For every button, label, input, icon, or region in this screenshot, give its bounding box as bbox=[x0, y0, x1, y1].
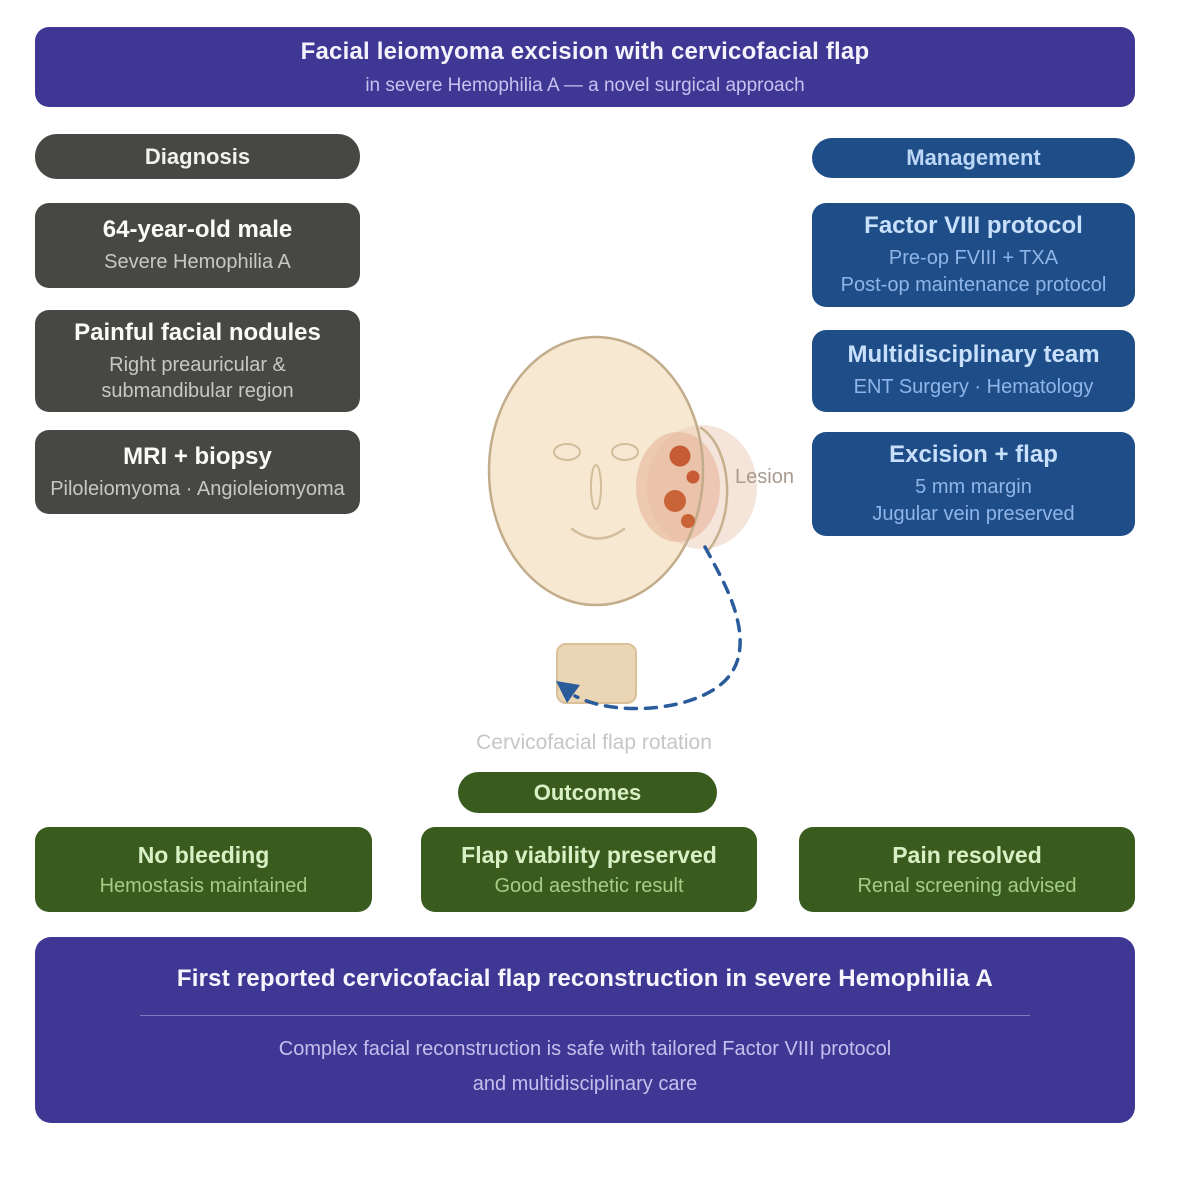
card-subtitle: Right preauricular & submandibular regio… bbox=[101, 353, 294, 402]
card-title: Factor VIII protocol bbox=[864, 212, 1083, 240]
rotation-arrowhead-icon bbox=[556, 681, 580, 703]
card-subtitle: Hemostasis maintained bbox=[99, 874, 308, 897]
page-subtitle: in severe Hemophilia A — a novel surgica… bbox=[365, 74, 805, 96]
conclusion-title: First reported cervicofacial flap recons… bbox=[176, 964, 994, 992]
conclusion-line-1: Complex facial reconstruction is safe wi… bbox=[278, 1037, 892, 1060]
ear-outline bbox=[699, 426, 729, 554]
card-title: Flap viability preserved bbox=[461, 841, 717, 868]
card-title: MRI + biopsy bbox=[123, 442, 272, 470]
outcomes-pill-label: Outcomes bbox=[533, 779, 642, 805]
management-card-excision: Excision + flap 5 mm margin Jugular vein… bbox=[812, 432, 1135, 536]
conclusion-banner: First reported cervicofacial flap recons… bbox=[35, 937, 1135, 1123]
diagnosis-card-workup: MRI + biopsy Piloleiomyoma · Angioleiomy… bbox=[35, 430, 360, 514]
card-title: No bleeding bbox=[137, 841, 270, 868]
outcome-card-pain: Pain resolved Renal screening advised bbox=[799, 827, 1135, 912]
card-title: Excision + flap bbox=[889, 441, 1058, 469]
card-title: 64-year-old male bbox=[102, 216, 293, 243]
card-subtitle: 5 mm margin Jugular vein preserved bbox=[872, 476, 1075, 525]
outcome-card-bleeding: No bleeding Hemostasis maintained bbox=[35, 827, 372, 912]
lesion-label: Lesion bbox=[735, 466, 794, 488]
mouth bbox=[570, 527, 626, 540]
conclusion-line-2: and multidisciplinary care bbox=[472, 1072, 698, 1095]
card-subtitle: Good aesthetic result bbox=[494, 874, 684, 897]
divider bbox=[140, 1014, 1030, 1016]
card-subtitle: Pre-op FVIII + TXA Post-op maintenance p… bbox=[840, 247, 1107, 296]
lesion-dot bbox=[669, 445, 691, 467]
lesion-dot bbox=[681, 514, 695, 528]
card-subtitle: Renal screening advised bbox=[857, 874, 1077, 897]
management-pill: Management bbox=[812, 138, 1135, 178]
management-card-factor-viii: Factor VIII protocol Pre-op FVIII + TXA … bbox=[812, 203, 1135, 307]
card-subtitle: ENT Surgery · Hematology bbox=[853, 376, 1094, 399]
lesion-dot bbox=[664, 490, 686, 512]
head-shape bbox=[489, 337, 703, 605]
card-title: Painful facial nodules bbox=[74, 318, 321, 346]
outcomes-pill: Outcomes bbox=[458, 772, 717, 813]
head-outline bbox=[487, 335, 705, 607]
diagnosis-card-nodules: Painful facial nodules Right preauricula… bbox=[35, 310, 360, 412]
diagnosis-card-patient: 64-year-old male Severe Hemophilia A bbox=[35, 203, 360, 288]
right-eye bbox=[611, 443, 639, 461]
nose bbox=[590, 464, 602, 510]
management-card-team: Multidisciplinary team ENT Surgery · Hem… bbox=[812, 330, 1135, 412]
left-eye bbox=[553, 443, 581, 461]
card-title: Pain resolved bbox=[892, 841, 1042, 868]
management-pill-label: Management bbox=[906, 145, 1041, 170]
lesion-overlay-inner bbox=[636, 432, 720, 542]
header-banner: Facial leiomyoma excision with cervicofa… bbox=[35, 27, 1135, 107]
lesion-dot bbox=[686, 470, 700, 484]
card-title: Multidisciplinary team bbox=[847, 341, 1100, 369]
rotation-path bbox=[573, 545, 742, 711]
diagnosis-pill: Diagnosis bbox=[35, 134, 360, 179]
outcome-card-flap: Flap viability preserved Good aesthetic … bbox=[421, 827, 757, 912]
card-subtitle: Piloleiomyoma · Angioleiomyoma bbox=[50, 477, 345, 500]
page-title: Facial leiomyoma excision with cervicofa… bbox=[300, 37, 870, 65]
flap-rotation-caption: Cervicofacial flap rotation bbox=[476, 731, 712, 754]
diagnosis-pill-label: Diagnosis bbox=[144, 143, 251, 169]
card-subtitle: Severe Hemophilia A bbox=[104, 251, 291, 273]
